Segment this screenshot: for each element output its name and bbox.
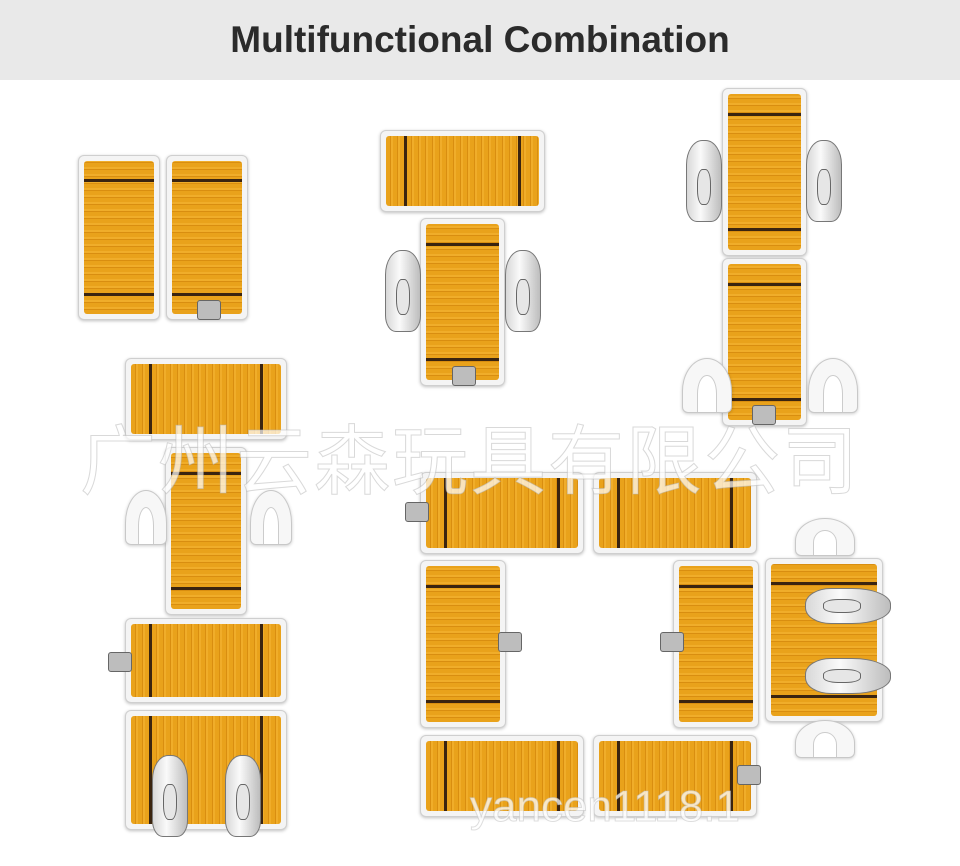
dock-module bbox=[722, 88, 807, 256]
jetski-icon bbox=[805, 588, 891, 624]
dock-module bbox=[722, 258, 807, 426]
deck-seam bbox=[260, 624, 263, 697]
deck-seam bbox=[617, 478, 621, 548]
wood-deck bbox=[679, 566, 753, 722]
wood-deck bbox=[599, 478, 751, 548]
wood-deck bbox=[426, 741, 578, 811]
deck-seam bbox=[171, 587, 241, 591]
jetski-icon bbox=[152, 755, 188, 837]
jetski-icon bbox=[806, 140, 842, 222]
drive-on-ramp-icon bbox=[250, 490, 292, 545]
dock-module bbox=[165, 447, 247, 615]
mooring-cleat-icon bbox=[197, 300, 221, 320]
deck-seam bbox=[260, 364, 263, 434]
deck-seam bbox=[771, 582, 877, 586]
deck-seam bbox=[728, 282, 801, 286]
deck-seam bbox=[556, 741, 560, 811]
wood-deck bbox=[426, 224, 499, 380]
dock-module bbox=[380, 130, 545, 212]
drive-on-ramp-icon bbox=[125, 490, 167, 545]
deck-seam bbox=[426, 700, 500, 704]
deck-seam bbox=[728, 228, 801, 232]
jetski-icon bbox=[225, 755, 261, 837]
dock-module bbox=[125, 358, 287, 440]
mooring-cleat-icon bbox=[660, 632, 684, 652]
dock-module bbox=[420, 472, 584, 554]
dock-module bbox=[166, 155, 248, 320]
jetski-icon bbox=[686, 140, 722, 222]
dock-module bbox=[420, 218, 505, 386]
deck-seam bbox=[426, 358, 499, 362]
deck-seam bbox=[679, 584, 753, 588]
mooring-cleat-icon bbox=[498, 632, 522, 652]
mooring-cleat-icon bbox=[737, 765, 761, 785]
deck-seam bbox=[172, 292, 242, 296]
mooring-cleat-icon bbox=[452, 366, 476, 386]
drive-on-ramp-icon bbox=[682, 358, 732, 413]
jetski-icon bbox=[805, 658, 891, 694]
deck-seam bbox=[149, 624, 152, 697]
mooring-cleat-icon bbox=[752, 405, 776, 425]
drive-on-ramp-icon bbox=[808, 358, 858, 413]
deck-seam bbox=[444, 478, 448, 548]
dock-module bbox=[593, 735, 757, 817]
wood-deck bbox=[386, 136, 539, 206]
mooring-cleat-icon bbox=[108, 652, 132, 672]
dock-module bbox=[673, 560, 759, 728]
wood-deck bbox=[131, 624, 281, 697]
deck-seam bbox=[556, 478, 560, 548]
deck-seam bbox=[771, 694, 877, 698]
deck-seam bbox=[729, 741, 733, 811]
wood-deck bbox=[84, 161, 154, 314]
deck-seam bbox=[728, 398, 801, 402]
deck-seam bbox=[517, 136, 521, 206]
deck-seam bbox=[444, 741, 448, 811]
dock-module bbox=[78, 155, 160, 320]
drive-on-ramp-icon bbox=[795, 720, 855, 758]
wood-deck bbox=[728, 264, 801, 420]
header-banner: Multifunctional Combination bbox=[0, 0, 960, 80]
jetski-icon bbox=[385, 250, 421, 332]
deck-seam bbox=[729, 478, 733, 548]
deck-seam bbox=[149, 716, 152, 824]
wood-deck bbox=[426, 478, 578, 548]
deck-seam bbox=[426, 242, 499, 246]
mooring-cleat-icon bbox=[405, 502, 429, 522]
deck-seam bbox=[84, 179, 154, 183]
wood-deck bbox=[131, 364, 281, 434]
deck-seam bbox=[172, 179, 242, 183]
deck-seam bbox=[426, 584, 500, 588]
dock-module bbox=[420, 735, 584, 817]
deck-seam bbox=[728, 112, 801, 116]
deck-seam bbox=[617, 741, 621, 811]
dock-module bbox=[765, 558, 883, 722]
wood-deck bbox=[171, 453, 241, 609]
deck-seam bbox=[84, 292, 154, 296]
deck-seam bbox=[149, 364, 152, 434]
page-title: Multifunctional Combination bbox=[230, 19, 730, 60]
wood-deck bbox=[599, 741, 751, 811]
wood-deck bbox=[728, 94, 801, 250]
deck-seam bbox=[260, 716, 263, 824]
dock-module bbox=[125, 618, 287, 703]
dock-module bbox=[420, 560, 506, 728]
deck-seam bbox=[679, 700, 753, 704]
jetski-icon bbox=[505, 250, 541, 332]
deck-seam bbox=[404, 136, 408, 206]
drive-on-ramp-icon bbox=[795, 518, 855, 556]
deck-seam bbox=[171, 471, 241, 475]
dock-module bbox=[593, 472, 757, 554]
wood-deck bbox=[426, 566, 500, 722]
dock-module bbox=[125, 710, 287, 830]
wood-deck bbox=[172, 161, 242, 314]
